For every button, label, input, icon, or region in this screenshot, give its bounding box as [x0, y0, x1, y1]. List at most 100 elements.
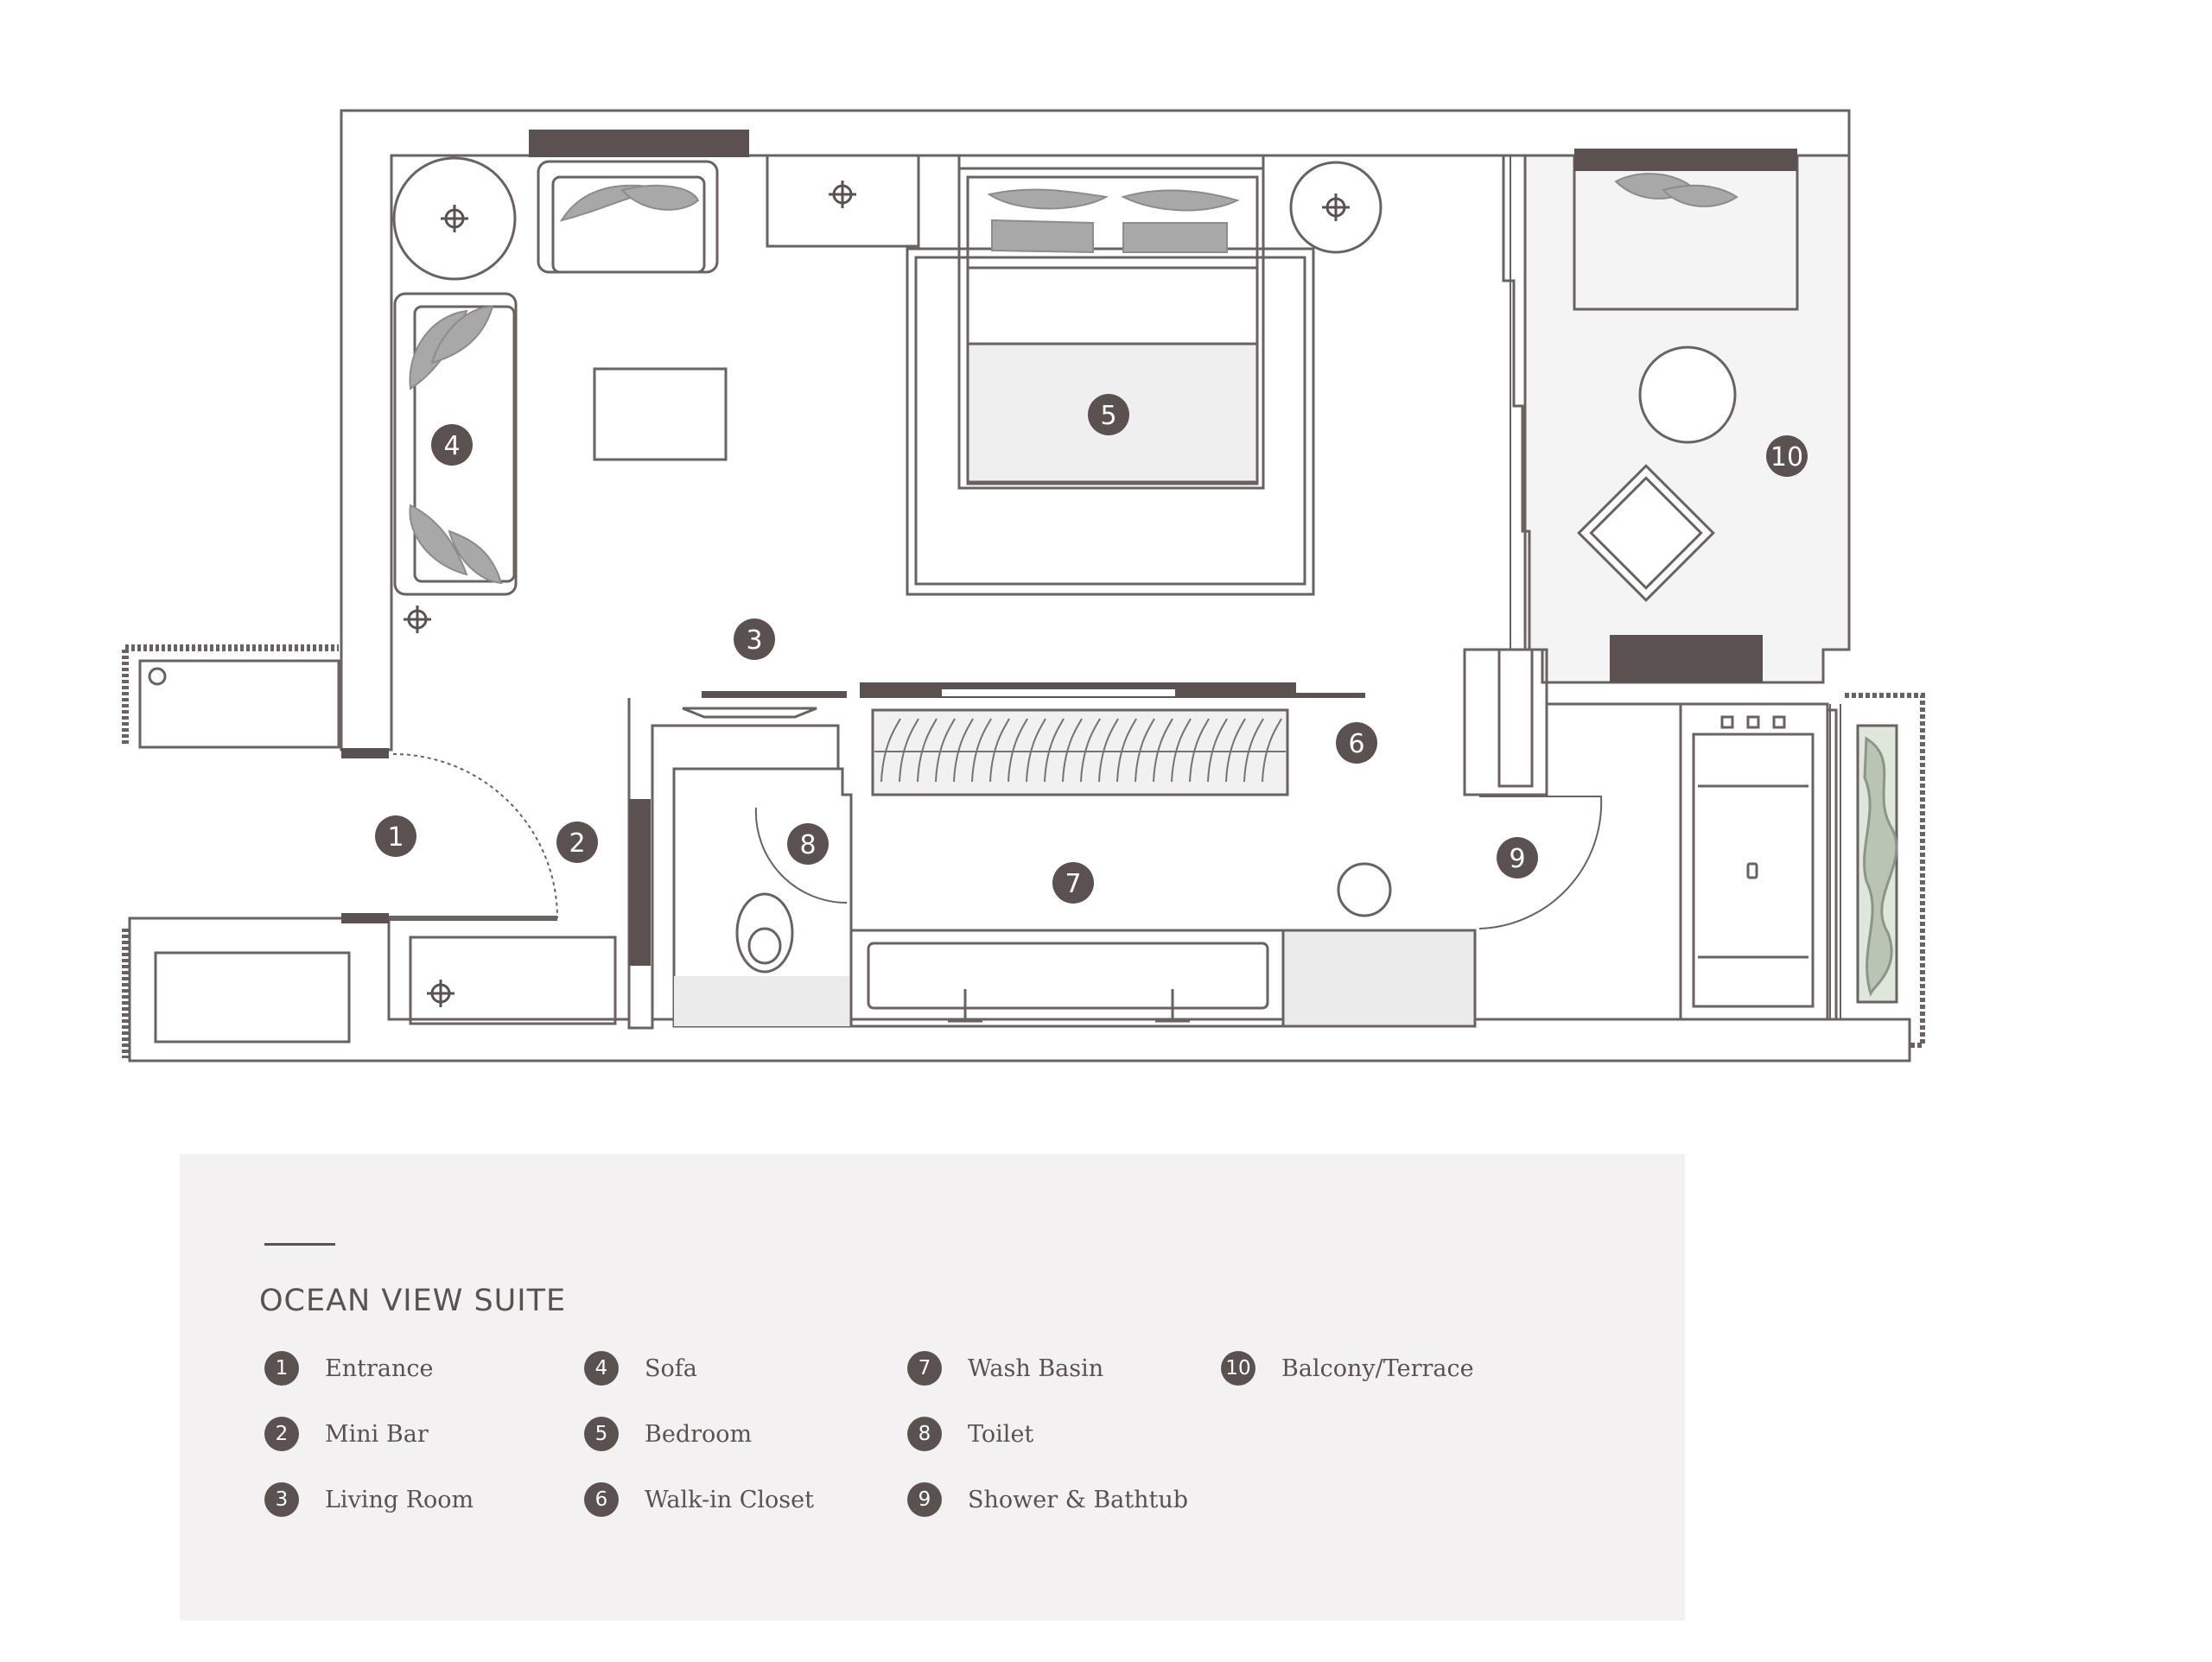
- legend-item: 9 Shower & Bathtub: [907, 1482, 1188, 1517]
- room-marker-number: 2: [569, 828, 585, 859]
- room-marker: 9: [1497, 837, 1538, 879]
- room-marker: 1: [375, 815, 416, 857]
- room-marker-number: 5: [1100, 401, 1116, 431]
- room-marker-number: 3: [746, 625, 762, 656]
- legend-number-badge: 9: [907, 1482, 942, 1517]
- hanger: [1189, 718, 1210, 783]
- legend-label: Shower & Bathtub: [968, 1486, 1189, 1513]
- room-marker-number: 4: [443, 431, 460, 461]
- room-marker: 2: [556, 821, 598, 863]
- legend-label: Balcony/Terrace: [1281, 1354, 1474, 1382]
- legend-number-badge: 8: [907, 1417, 942, 1451]
- entry-left-lower-block: [154, 951, 351, 1044]
- hanger: [1044, 718, 1065, 783]
- hanger: [1062, 718, 1083, 783]
- switch-icon: [148, 667, 167, 686]
- floor-plan: 1 2 3 4 5 6 7 8 9 10: [122, 109, 1925, 1063]
- partition-column: [1463, 648, 1548, 796]
- cushion-icon: [448, 530, 503, 585]
- legend-label: Wash Basin: [968, 1354, 1104, 1382]
- cushion-icon: [1121, 189, 1240, 212]
- cushion-icon: [991, 219, 1094, 254]
- room-marker: 3: [734, 618, 775, 660]
- bed-frame: [906, 247, 1315, 596]
- sofa: [393, 292, 518, 596]
- hanger: [1153, 718, 1173, 783]
- room-marker-number: 1: [387, 822, 404, 853]
- hanger: [1207, 718, 1228, 783]
- hanger: [989, 718, 1010, 783]
- entrance-door-arc: [392, 753, 558, 919]
- ceiling-lamp-icon: [404, 606, 431, 633]
- hanger: [1080, 718, 1101, 783]
- hanger: [953, 718, 974, 783]
- legend-label: Living Room: [325, 1486, 474, 1513]
- legend-item: 3 Living Room: [264, 1482, 474, 1517]
- hanger: [971, 718, 992, 783]
- side-cabinet: [766, 154, 920, 248]
- hanger: [1098, 718, 1119, 783]
- cushion-icon: [1662, 184, 1738, 207]
- room-marker-number: 9: [1509, 844, 1525, 874]
- hanger: [880, 718, 901, 783]
- terrace-railing: [1845, 693, 1925, 1048]
- entry-left-block: [138, 659, 340, 749]
- ceiling-lamp-icon: [829, 181, 856, 208]
- room-marker: 4: [431, 424, 473, 466]
- room-marker: 6: [1336, 722, 1377, 764]
- legend-number-badge: 5: [584, 1417, 619, 1451]
- balcony-table: [1638, 346, 1737, 444]
- legend-item: 7 Wash Basin: [907, 1351, 1103, 1386]
- hanger: [917, 718, 938, 783]
- room-marker-number: 8: [799, 830, 816, 860]
- legend-item: 4 Sofa: [584, 1351, 697, 1386]
- legend-title: OCEAN VIEW SUITE: [259, 1284, 567, 1318]
- balcony-planter: [1610, 635, 1763, 682]
- legend-label: Mini Bar: [325, 1420, 429, 1448]
- hanger: [1026, 718, 1046, 783]
- ceiling-lamp-icon: [1322, 193, 1350, 221]
- toilet: [735, 892, 794, 974]
- ceiling-lamp-icon: [427, 980, 454, 1007]
- hanger: [1116, 718, 1137, 783]
- legend-number-badge: 6: [584, 1482, 619, 1517]
- room-marker-number: 6: [1348, 729, 1364, 759]
- hanger: [1135, 718, 1155, 783]
- room-marker: 7: [1052, 862, 1094, 904]
- legend-number-badge: 2: [264, 1417, 299, 1451]
- hanger: [899, 718, 919, 783]
- bed-mattress: [957, 154, 1265, 490]
- shower-door-arc: [1478, 796, 1603, 929]
- ceiling-lamp-icon: [441, 205, 468, 232]
- room-marker: 10: [1766, 435, 1808, 477]
- bathtub-area: [1679, 702, 1829, 1021]
- hanger: [1243, 718, 1264, 783]
- cushion-icon: [987, 188, 1109, 210]
- cushion-icon: [1122, 222, 1228, 253]
- legend-number-badge: 4: [584, 1351, 619, 1386]
- room-marker-number: 10: [1770, 442, 1803, 473]
- minibar-wall: [627, 698, 840, 1030]
- room-marker-number: 7: [1065, 869, 1081, 899]
- legend-label: Sofa: [645, 1354, 697, 1382]
- wash-basin-counter: [849, 929, 1285, 1028]
- legend-number-badge: 3: [264, 1482, 299, 1517]
- outer-wall-bottom: [128, 917, 1911, 1063]
- minibar-panel: [629, 799, 651, 966]
- cushion-icon: [409, 504, 468, 576]
- room-marker: 8: [787, 823, 829, 865]
- cushion-icon: [620, 184, 700, 211]
- hanger: [1007, 718, 1028, 783]
- hanger: [1171, 718, 1192, 783]
- legend-rule: [264, 1243, 335, 1246]
- cushion-icon: [430, 305, 494, 365]
- legend-label: Walk-in Closet: [645, 1486, 814, 1513]
- legend-number-badge: 1: [264, 1351, 299, 1386]
- legend-number-badge: 7: [907, 1351, 942, 1386]
- plant-icon: [1863, 736, 1898, 998]
- legend-item: 2 Mini Bar: [264, 1417, 429, 1451]
